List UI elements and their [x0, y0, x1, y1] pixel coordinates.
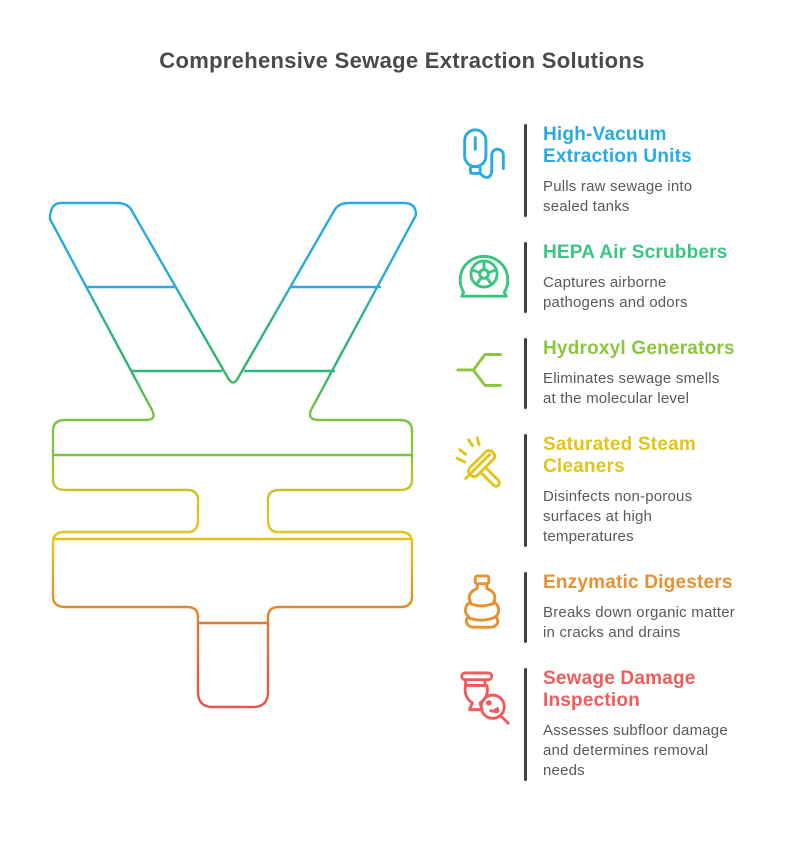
item-divider — [524, 572, 527, 643]
item-title: Hydroxyl Generators — [543, 338, 735, 359]
list-item-enzymatic-digesters: Enzymatic Digesters Breaks down organic … — [444, 572, 800, 643]
air-scrubber-fan-icon — [458, 254, 510, 298]
toilet-inspection-icon — [460, 671, 510, 725]
item-title: HEPA Air Scrubbers — [543, 242, 728, 263]
item-divider — [524, 668, 527, 781]
item-title: Enzymatic Digesters — [543, 572, 733, 593]
item-divider — [524, 434, 527, 547]
item-divider — [524, 338, 527, 409]
page-title: Comprehensive Sewage Extraction Solution… — [159, 48, 645, 73]
yen-symbol-graphic — [45, 198, 420, 716]
item-divider — [524, 124, 527, 217]
enzyme-bottle-icon — [464, 574, 501, 629]
steam-squeegee-icon — [455, 436, 501, 488]
vacuum-extraction-unit-icon — [463, 128, 505, 179]
yen-outline-path — [48, 201, 418, 709]
list-item-hydroxyl-generators: Hydroxyl Generators Eliminates sewage sm… — [444, 338, 800, 409]
hydroxyl-molecule-icon — [456, 353, 502, 387]
item-divider — [524, 242, 527, 313]
